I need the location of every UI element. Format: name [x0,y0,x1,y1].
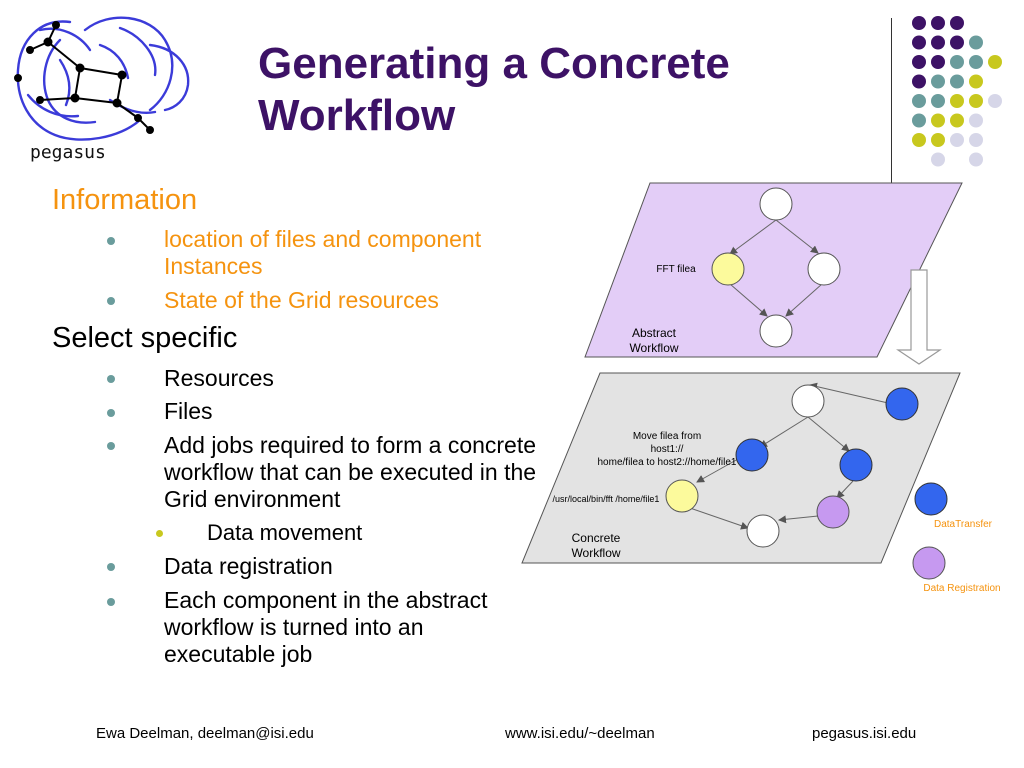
decorative-dot [931,55,945,69]
select-item-add-jobs: Add jobs required to form a concrete wor… [164,432,537,512]
decorative-dot-grid [912,16,1002,167]
decorative-dot [931,35,945,50]
concrete-node-fft [665,479,699,513]
select-item-resources: Resources [164,365,274,391]
decorative-dot [912,94,926,108]
page-title: Generating a Concrete Workflow [258,39,730,140]
info-item-1: location of files and component Instance… [164,226,482,279]
edge [836,480,854,499]
decorative-dot [931,94,945,108]
path-label: /usr/local/bin/fft /home/file1 [553,494,660,504]
info-item-2: State of the Grid resources [164,287,439,313]
decorative-dot [931,16,945,30]
edge [759,416,809,448]
decorative-dot [969,152,983,167]
decorative-dot [912,55,926,69]
decorative-dot [950,133,964,147]
decorative-dot [988,94,1002,108]
constellation [14,21,154,134]
concrete-node-registration [816,495,850,529]
abstract-node-right [807,252,841,286]
item-component-executable: Each component in the abstract workflow … [164,587,488,667]
footer-url: www.isi.edu/~deelman [505,725,655,742]
legend-transfer-label: DataTransfer [934,519,993,530]
decorative-dot [969,133,983,147]
horse-sketch [16,16,190,141]
concrete-workflow-panel [521,372,961,564]
legend-registration-label: Data Registration [923,583,1000,594]
bullet-dot [107,375,115,383]
sub-bullet-dot [156,530,163,537]
abstract-workflow-panel [584,182,963,358]
bullet-dot [107,598,115,606]
decorative-dot [931,133,945,147]
concrete-node-transfer-top [885,387,919,421]
pegasus-logo: pegasus [14,16,190,163]
select-item-files: Files [164,398,213,424]
decorative-dot [931,74,945,89]
edge [729,219,777,255]
edge [696,458,739,483]
edge [729,283,768,317]
abstract-node-top [759,187,793,221]
sub-item-data-movement: Data movement [207,520,363,545]
decorative-dot [931,113,945,128]
decorative-dot [969,55,983,69]
abstract-node-bottom [759,314,793,348]
decorative-dot [950,35,964,50]
decorative-dot [988,55,1002,69]
bullet-dot [107,237,115,245]
concrete-node-bottom [746,514,780,548]
decorative-dot [912,16,926,30]
bullet-dot [107,297,115,305]
footer-site: pegasus.isi.edu [812,725,917,742]
decorative-dot [950,55,964,69]
title-divider [891,18,892,183]
decorative-dot [912,113,926,128]
decorative-dot [969,113,983,128]
heading-information: Information [52,184,198,216]
transform-arrow [896,269,942,365]
fft-label: FFT filea [656,264,696,275]
bullet-dot [107,409,115,417]
decorative-dot [950,16,964,30]
decorative-dot [969,35,983,50]
edge [775,219,819,254]
abstract-node-fft [711,252,745,286]
bullet-dot [107,442,115,450]
legend-transfer-node [914,482,948,516]
decorative-dot [969,94,983,108]
item-data-registration: Data registration [164,553,333,579]
concrete-node-transfer-left [735,438,769,472]
concrete-node-top [791,384,825,418]
edge [778,515,819,524]
decorative-dot [950,74,964,89]
edge [785,283,823,317]
logo-text: pegasus [30,142,106,163]
decorative-dot [950,113,964,128]
decorative-dot [969,74,983,89]
heading-select-specific: Select specific [52,322,238,354]
decorative-dot [912,74,926,89]
concrete-node-transfer-right [839,448,873,482]
legend-registration-node [912,546,946,580]
decorative-dot [950,94,964,108]
footer-author: Ewa Deelman, deelman@isi.edu [96,725,314,742]
decorative-dot [931,152,945,167]
decorative-dot [912,35,926,50]
edge [807,416,850,452]
edge [809,382,889,404]
decorative-dot [912,133,926,147]
edge [689,507,749,530]
bullet-dot [107,563,115,571]
